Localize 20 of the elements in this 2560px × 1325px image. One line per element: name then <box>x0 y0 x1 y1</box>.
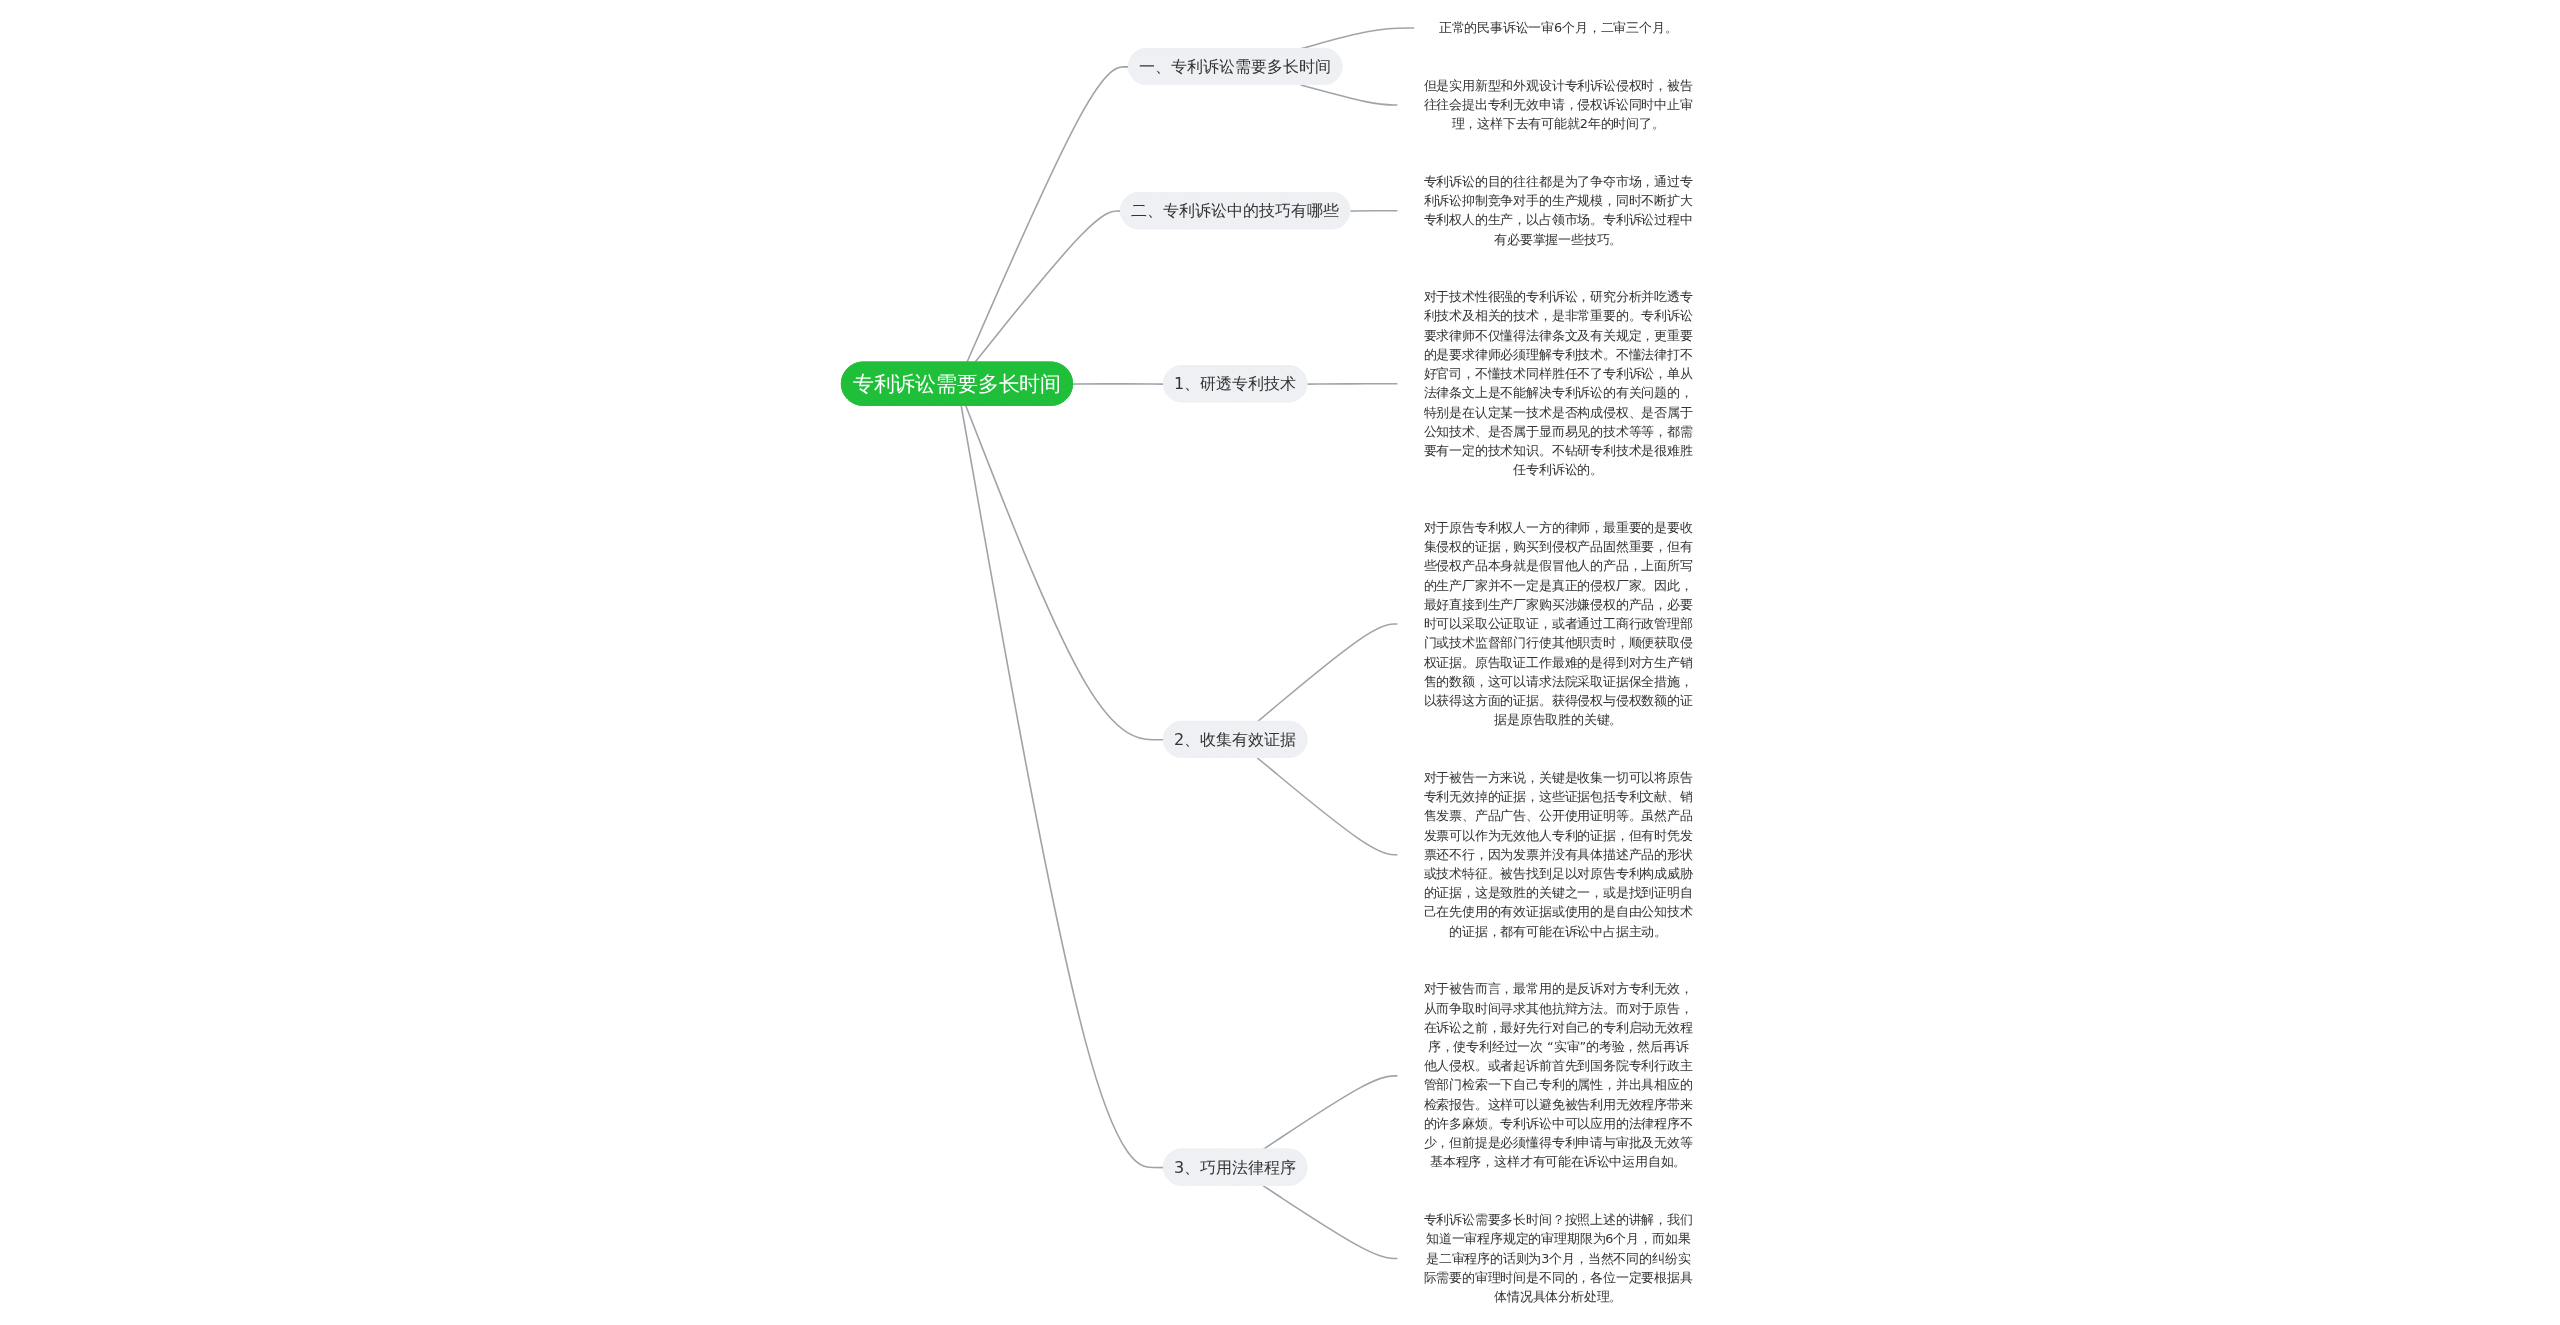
node-text: 专利诉讼需要多长时间？按照上述的讲解，我们知道一审程序规定的审理期限为6个月，而如果是二审程序的话则为3个月，当然不同的纠纷实际需要的审理时间是不同的，各位一定要根据具体情况具体分析处理。 <box>1423 1212 1693 1305</box>
connector <box>1072 383 1165 385</box>
connector <box>1349 209 1399 212</box>
node-text: 但是实用新型和外观设计专利诉讼侵权时，被告往往会提出专利无效申请，侵权诉讼同时中止审理，这样下去有可能就2年的时间了。 <box>1423 77 1693 132</box>
node-text: 对于被告一方来说，关键是收集一切可以将原告专利无效掉的证据，这些证据包括专利文献、销售发票、产品广告、公开使用证明等。虽然产品发票可以作为无效他人专利的证据，但有时凭发票还不行，因为发票并没有具体描述产品的形状或技术特征。被告找到足以对原告专利构成威胁的证据，这是致胜的关键之一，或是找到证明自己在先使用的有效证据或使用的是自由公知技术的证据，都有可能在诉讼中占据主动。 <box>1423 769 1693 939</box>
connector <box>1299 84 1399 106</box>
connector <box>960 404 1165 1169</box>
node-text: 对于技术性很强的专利诉讼，研究分析并吃透专利技术及相关的技术，是非常重要的。专利诉讼要求律师不仅懂得法律条文及有关规定，更重要的是要求律师必须理解专利技术。不懂法律打不好官司，不懂技术同样胜任不了专利诉讼，单从法律条文上是不能解决专利诉讼的有关问题的，特别是在认定某一技术是否构成侵权、是否属于公知技术、是否属于显而易见的技术等等，都需要有一定的技术知识。不钻研专利技术是很难胜任专利诉讼的。 <box>1423 289 1693 478</box>
node-text: 对于原告专利权人一方的律师，最重要的是要收集侵权的证据，购买到侵权产品固然重要，但有些侵权产品本身就是假冒他人的产品，上面所写的生产厂家并不一定是真正的侵权厂家。因此，最好直接到生产厂家购买涉嫌侵权的产品，必要时可以采取公证取证，或者通过工商行政管理部门或技术监督部门行使其他职责时，顺便获取侵权证据。原告取证工作最难的是得到对方生产销售的数额，这可以请求法院采取证据保全措施，以获得这方面的证据。获得侵权与侵权数额的证据是原告取胜的关键。 <box>1423 519 1693 728</box>
connector <box>974 210 1122 364</box>
connector <box>1306 382 1399 385</box>
connector <box>1256 623 1399 723</box>
connector <box>965 404 1165 741</box>
node-text: 专利诉讼的目的往往都是为了争夺市场，通过专利诉讼抑制竞争对手的生产规模，同时不断扩大专利权人的生产，以占领市场。专利诉讼过程中有必要掌握一些技巧。 <box>1423 173 1693 247</box>
connector <box>1262 1075 1399 1151</box>
node-text: 对于被告而言，最常用的是反诉对方专利无效，从而争取时间寻求其他抗辩方法。而对于原告，在诉讼之前，最好先行对自己的专利启动无效程序，使专利经过一次 “实审”的考验，然后再诉他人侵权。或者起诉前首先到国务院专利行政主管部门检索一下自己专利的属性，并出具相应的检索报告。这样可以避免被告利用无效程序带来的许多麻烦。专利诉讼中可以应用的法律程序不少，但前提是必须懂得专利申请与审批及无效等基本程序，这样才有可能在诉讼中运用自如。 <box>1423 981 1693 1170</box>
connector <box>966 66 1130 364</box>
connector <box>1262 1184 1399 1260</box>
node-text: 正常的民事诉讼一审6个月，二审三个月。 <box>1438 20 1678 36</box>
connector <box>1256 757 1399 856</box>
